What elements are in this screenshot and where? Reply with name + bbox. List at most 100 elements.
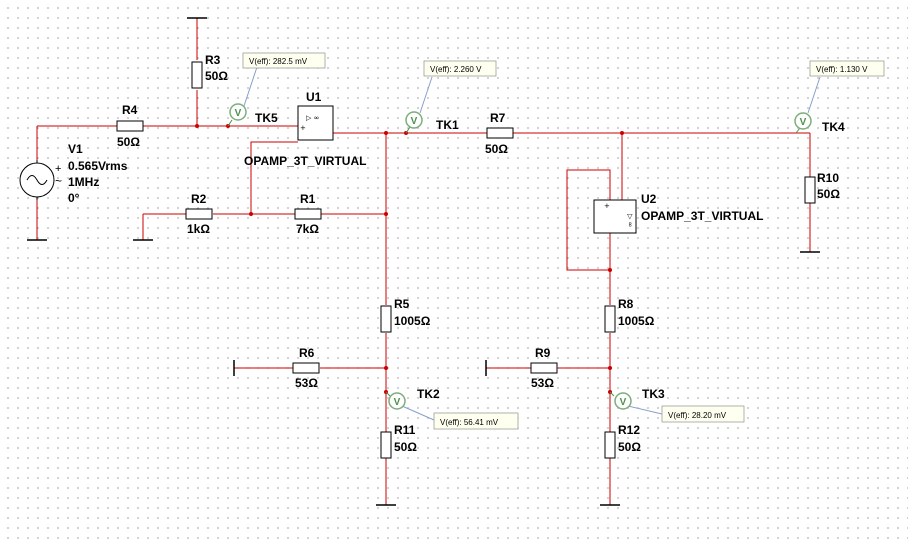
r12-value: 50Ω: [618, 440, 641, 454]
probe-tk4-name: TK4: [822, 120, 845, 134]
opamp-u1[interactable]: ▷ ∞ + U1 OPAMP_3T_VIRTUAL: [244, 90, 366, 168]
probe-tk4-leader: [807, 76, 821, 114]
opamp-u1-plus: +: [300, 124, 306, 132]
svg-text:V: V: [411, 116, 418, 127]
ground-symbols: [27, 17, 820, 506]
svg-text:V: V: [800, 117, 807, 128]
r9-name: R9: [535, 346, 551, 360]
probe-tk5[interactable]: V TK5 V(eff): 282.5 mV: [227, 52, 326, 127]
probe-tk4[interactable]: V TK4 V(eff): 1.130 V: [794, 60, 885, 134]
r6-name: R6: [299, 346, 315, 360]
probe-tk3-leader: [627, 405, 663, 415]
probe-tk1-icon: [405, 111, 423, 129]
opamp-u1-model: OPAMP_3T_VIRTUAL: [244, 154, 366, 168]
resistor-labels: R3 50Ω R4 50Ω R7 50Ω R10 50Ω R2 1kΩ R1 7…: [117, 53, 840, 454]
junction-r8-r9: [608, 366, 612, 370]
resistor-r5: [380, 305, 392, 333]
r11-value: 50Ω: [394, 440, 417, 454]
resistor-r11: [380, 431, 392, 459]
opamp-u2-plus: +: [604, 202, 610, 210]
probe-tk2-name: TK2: [417, 387, 440, 401]
wire-u1-inv: [250, 141, 298, 214]
r8-name: R8: [618, 297, 634, 311]
opamp-u1-pins: ▷ ∞: [306, 114, 319, 122]
probe-tk5-leader: [243, 63, 259, 107]
source-v1-plus: +: [55, 163, 61, 175]
r6-value: 53Ω: [295, 376, 318, 390]
r11-name: R11: [394, 423, 416, 437]
resistor-r1: [294, 208, 322, 220]
r7-name: R7: [490, 111, 506, 125]
opamp-u1-name: U1: [306, 90, 322, 104]
probe-tk4-reading: V(eff): 1.130 V: [816, 65, 868, 74]
resistor-r6: [292, 362, 320, 374]
probe-tk2[interactable]: V TK2 V(eff): 56.41 mV: [385, 387, 519, 430]
r9-value: 53Ω: [531, 376, 554, 390]
r5-name: R5: [394, 297, 410, 311]
probe-tk2-tooltip: [433, 412, 519, 430]
resistor-bodies[interactable]: [116, 61, 816, 459]
r10-value: 50Ω: [817, 187, 840, 201]
junction-r1-u1: [249, 212, 253, 216]
junction-u2-in: [620, 131, 624, 135]
r4-value: 50Ω: [117, 135, 140, 149]
svg-text:V: V: [620, 397, 627, 408]
probe-tk3-icon: [614, 392, 632, 410]
source-v1-phase: 0°: [68, 191, 80, 205]
r1-name: R1: [300, 192, 316, 206]
wire-u2-feedback: [566, 169, 611, 271]
probe-tk3-name: TK3: [642, 387, 665, 401]
opamp-u2[interactable]: ▷ ∞ + U2 OPAMP_3T_VIRTUAL: [593, 192, 763, 234]
wires: [36, 18, 811, 505]
r12-name: R12: [618, 423, 640, 437]
probe-tk2-icon: [388, 392, 406, 410]
source-v1-freq: 1MHz: [68, 175, 99, 189]
resistor-r7: [486, 127, 514, 139]
r8-value: 1005Ω: [618, 314, 655, 328]
junction-r3: [195, 124, 199, 128]
probe-tk5-icon: [229, 103, 247, 121]
junction-r1-right: [384, 212, 388, 216]
resistor-r9: [530, 362, 558, 374]
svg-text:V: V: [235, 108, 242, 119]
source-v1-name: V1: [68, 142, 83, 156]
opamp-u2-pins: ▷ ∞: [626, 214, 634, 227]
source-v1[interactable]: + ~ V1 0.565Vrms 1MHz 0°: [19, 142, 128, 205]
source-v1-tilde: ~: [55, 174, 62, 188]
junction-u2-fb: [608, 268, 612, 272]
r3-value: 50Ω: [205, 69, 228, 83]
r2-name: R2: [191, 192, 207, 206]
probe-tk5-tooltip: [242, 52, 326, 69]
probe-tk5-name: TK5: [255, 111, 278, 125]
r1-value: 7kΩ: [296, 222, 319, 236]
resistor-r2: [185, 208, 213, 220]
probe-tk2-reading: V(eff): 56.41 mV: [440, 418, 499, 427]
r2-value: 1kΩ: [187, 222, 210, 236]
resistor-r3: [191, 61, 203, 89]
junction-r5-r6: [384, 366, 388, 370]
probe-tk1-tooltip: [423, 60, 497, 77]
probe-tk3-tooltip: [661, 405, 745, 423]
probe-tk1[interactable]: V TK1 V(eff): 2.260 V: [405, 60, 497, 134]
probe-tk5-reading: V(eff): 282.5 mV: [249, 57, 308, 66]
r3-name: R3: [205, 53, 221, 67]
resistor-r4: [116, 120, 144, 132]
junction-u1-out: [384, 131, 388, 135]
svg-text:V: V: [394, 397, 401, 408]
probe-tk1-name: TK1: [436, 118, 459, 132]
opamp-u2-model: OPAMP_3T_VIRTUAL: [641, 209, 763, 223]
r4-name: R4: [122, 103, 138, 117]
resistor-r8: [604, 305, 616, 333]
probe-tk3[interactable]: V TK3 V(eff): 28.20 mV: [609, 387, 745, 423]
opamp-u2-name: U2: [641, 192, 657, 206]
probe-tk4-icon: [794, 112, 812, 130]
source-v1-value: 0.565Vrms: [68, 159, 128, 173]
probe-tk1-leader: [419, 76, 433, 114]
r10-name: R10: [817, 171, 839, 185]
resistor-r10: [804, 176, 816, 204]
probe-tk1-reading: V(eff): 2.260 V: [430, 65, 482, 74]
r5-value: 1005Ω: [394, 314, 431, 328]
probe-tk2-leader: [401, 405, 435, 421]
